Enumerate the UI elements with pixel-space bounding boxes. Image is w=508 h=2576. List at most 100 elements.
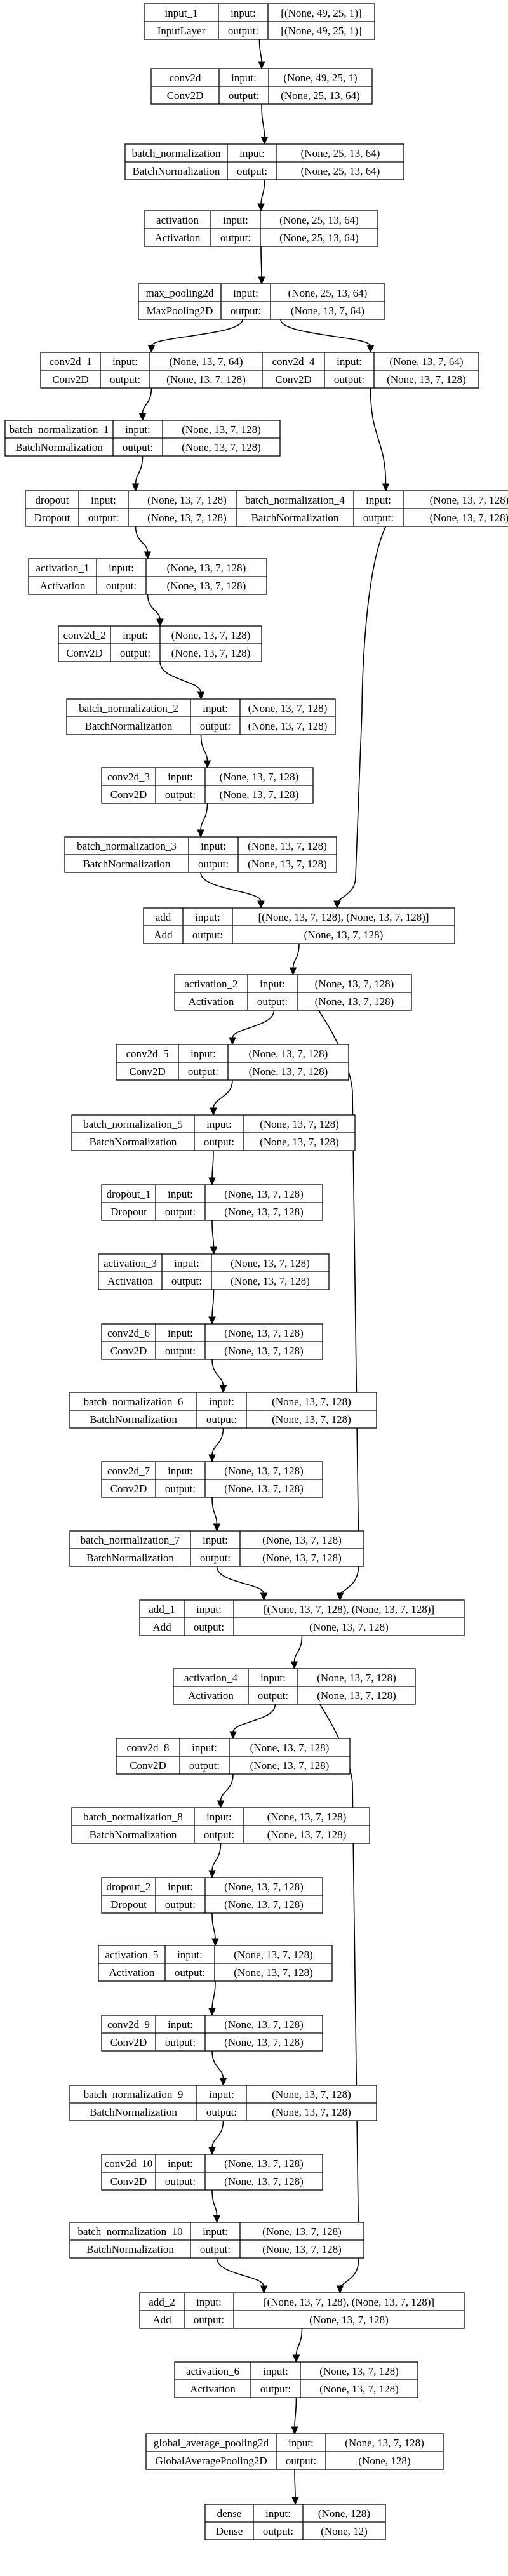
input-label: input: — [231, 7, 256, 19]
output-label: output: — [165, 789, 196, 801]
layer-name: batch_normalization_7 — [81, 1534, 180, 1546]
edge-conv2d_8-to-batch_normalization_8 — [220, 1773, 234, 1802]
arrowhead-activation_5-to-conv2d_9 — [208, 2008, 216, 2017]
arrowhead-add-to-activation_2 — [289, 967, 297, 976]
arrowhead-add_2-to-activation_6 — [292, 2354, 300, 2363]
layer-node-activation: activationActivationinput:output:(None, … — [144, 210, 378, 247]
layer-name: batch_normalization_2 — [79, 702, 178, 714]
layer-name: activation_1 — [36, 562, 89, 574]
arrowhead-batch_normalization_8-to-dropout_2 — [208, 1870, 216, 1879]
input-label: input: — [209, 2088, 234, 2100]
input-label: input: — [168, 1465, 193, 1477]
arrowhead-conv2d_6-to-batch_normalization_6 — [219, 1385, 227, 1394]
layer-node-batch_normalization_10: batch_normalization_10BatchNormalization… — [69, 2222, 364, 2259]
edge-conv2d_10-to-batch_normalization_10 — [211, 2189, 218, 2217]
layer-name: dropout — [36, 494, 69, 506]
output-shape: (None, 13, 7, 128) — [272, 1413, 351, 1425]
output-shape: (None, 13, 7, 128) — [262, 2243, 342, 2255]
output-label: output: — [198, 858, 229, 870]
edge-conv2d_1-to-batch_normalization_1 — [142, 387, 152, 415]
output-shape: (None, 25, 13, 64) — [279, 232, 359, 244]
input-shape: (None, 13, 7, 128) — [224, 1188, 304, 1200]
layer-node-activation_3: activation_3Activationinput:output:(None… — [98, 1253, 330, 1290]
layer-name: batch_normalization_4 — [245, 494, 345, 506]
arrowhead-add_1-to-activation_4 — [290, 1661, 298, 1670]
layer-type: Activation — [107, 1275, 153, 1287]
layer-node-batch_normalization_4: batch_normalization_4BatchNormalizationi… — [236, 490, 508, 527]
input-label: input: — [125, 424, 150, 436]
input-shape: (None, 13, 7, 128) — [267, 1811, 347, 1823]
output-shape: (None, 13, 7, 64) — [291, 305, 364, 317]
output-label: output: — [258, 1690, 288, 1702]
arrowhead-max_pooling2d-to-conv2d_1 — [147, 345, 156, 354]
layer-name: batch_normalization_5 — [83, 1118, 183, 1130]
layer-name: conv2d_6 — [107, 1327, 150, 1339]
input-label: input: — [174, 1257, 199, 1269]
input-label: input: — [201, 840, 226, 852]
output-shape: (None, 13, 7, 128) — [147, 512, 227, 524]
arrowhead-activation_2-to-conv2d_5 — [229, 1037, 236, 1046]
edge-dropout-to-activation_1 — [135, 526, 149, 553]
input-label: input: — [263, 2365, 288, 2377]
arrowhead-input_1-to-conv2d — [258, 61, 265, 70]
output-shape: (None, 13, 7, 128) — [267, 1829, 347, 1841]
input-shape: (None, 13, 7, 64) — [389, 356, 463, 368]
edge-activation_4-to-conv2d_8 — [232, 1704, 276, 1733]
layer-type: Conv2D — [110, 2036, 147, 2048]
layer-type: InputLayer — [157, 25, 206, 37]
output-label: output: — [88, 512, 119, 524]
arrowhead-batch_normalization_7-to-add_1 — [260, 1592, 268, 1601]
layer-node-activation_5: activation_5Activationinput:output:(None… — [98, 1945, 333, 1982]
input-shape: (None, 13, 7, 128) — [224, 1465, 304, 1477]
output-shape: (None, 13, 7, 128) — [231, 1275, 310, 1287]
input-label: input: — [265, 2507, 291, 2519]
input-shape: (None, 13, 7, 128) — [262, 1534, 342, 1546]
output-label: output: — [204, 1136, 234, 1148]
layer-node-activation_1: activation_1Activationinput:output:(None… — [28, 558, 267, 595]
output-label: output: — [165, 1206, 196, 1218]
layer-type: Conv2D — [167, 90, 204, 102]
layer-name: activation_4 — [184, 1672, 238, 1684]
layer-type: Activation — [189, 996, 234, 1008]
layer-node-activation_6: activation_6Activationinput:output:(None… — [174, 2361, 418, 2398]
input-label: input: — [196, 1603, 222, 1615]
arrowhead-conv2d_2-to-batch_normalization_2 — [197, 691, 205, 700]
layer-name: batch_normalization_9 — [84, 2088, 184, 2100]
input-shape: (None, 128) — [318, 2507, 370, 2519]
input-shape: (None, 13, 7, 128) — [262, 2226, 342, 2238]
edge-activation_5-to-conv2d_9 — [211, 1980, 216, 2010]
output-label: output: — [206, 1413, 237, 1425]
edge-conv2d_6-to-batch_normalization_6 — [211, 1359, 224, 1387]
arrowhead-batch_normalization_9-to-conv2d_10 — [208, 2147, 216, 2156]
output-label: output: — [110, 373, 140, 385]
edge-batch_normalization-to-activation — [260, 179, 265, 205]
output-label: output: — [106, 580, 137, 592]
arrowhead-activation_2-to-add_1 — [336, 1592, 344, 1601]
layer-node-batch_normalization_3: batch_normalization_3BatchNormalizationi… — [64, 836, 337, 873]
layer-type: BatchNormalization — [251, 512, 339, 524]
layer-type: Dropout — [34, 512, 70, 524]
output-shape: (None, 13, 7, 128) — [248, 720, 328, 732]
output-shape: (None, 13, 7, 128) — [260, 1136, 339, 1148]
input-label: input: — [203, 1534, 228, 1546]
layer-name: max_pooling2d — [146, 287, 214, 299]
arrowhead-activation-to-max_pooling2d — [258, 276, 265, 285]
output-label: output: — [220, 232, 251, 244]
input-label: input: — [233, 287, 258, 299]
layer-node-batch_normalization_6: batch_normalization_6BatchNormalizationi… — [69, 1392, 377, 1429]
output-shape: (None, 13, 7, 128) — [166, 373, 246, 385]
input-label: input: — [168, 2019, 193, 2031]
layer-name: global_average_pooling2d — [154, 2437, 269, 2449]
output-shape: (None, 13, 7, 128) — [309, 2314, 389, 2326]
layer-type: GlobalAveragePooling2D — [155, 2455, 267, 2467]
layer-type: Conv2D — [275, 373, 312, 385]
layer-node-batch_normalization_7: batch_normalization_7BatchNormalizationi… — [69, 1530, 364, 1567]
input-label: input: — [260, 1672, 286, 1684]
output-label: output: — [200, 2243, 231, 2255]
output-label: output: — [200, 720, 231, 732]
arrowhead-batch_normalization_2-to-conv2d_3 — [203, 760, 211, 769]
output-label: output: — [188, 1065, 218, 1078]
